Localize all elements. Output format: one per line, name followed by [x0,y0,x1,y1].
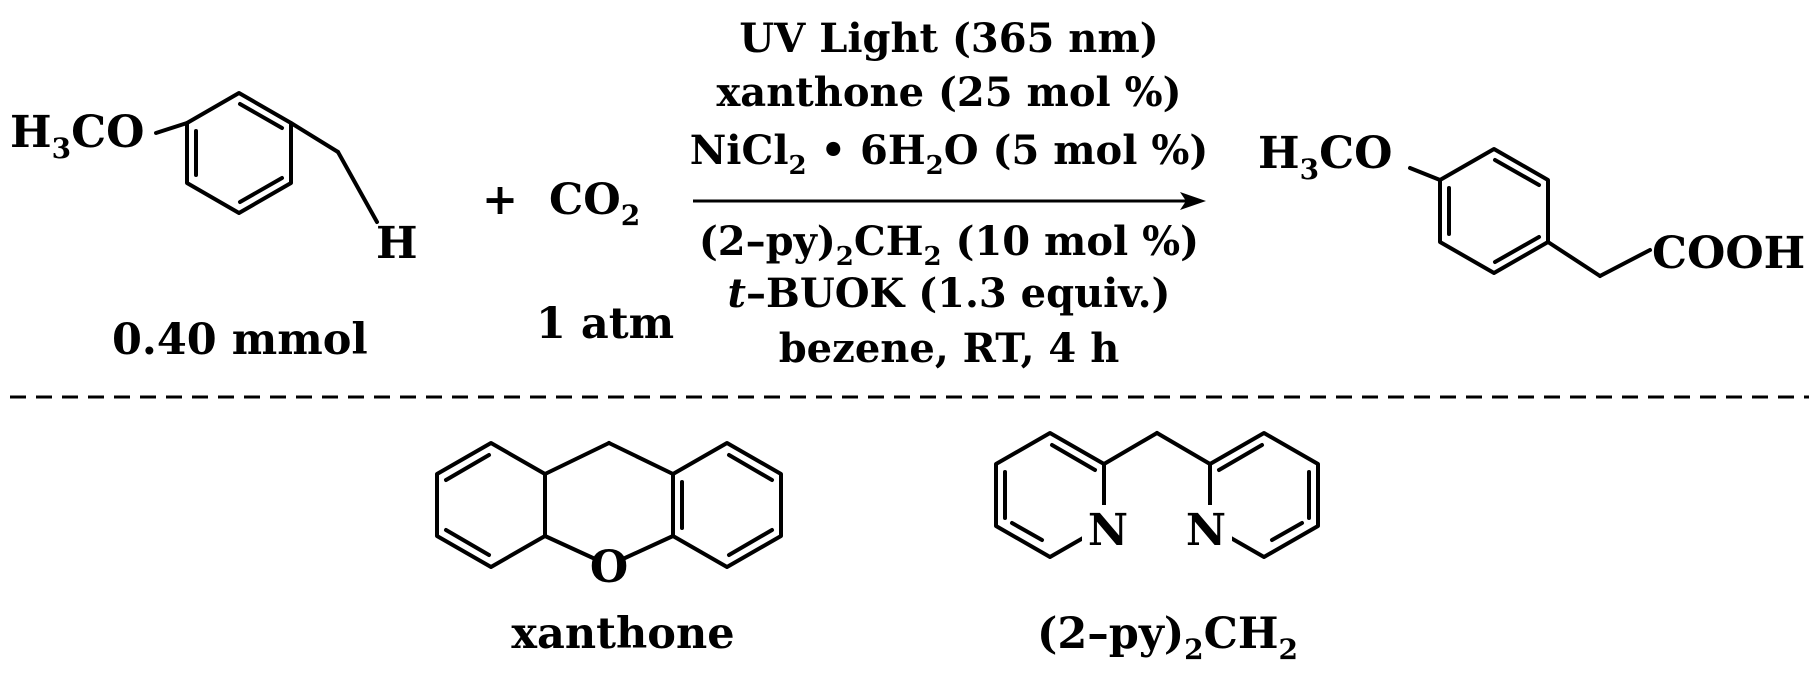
left-pyridine-nitrogen: N [1088,505,1128,556]
reactant-amount: 0.40 mmol [112,315,368,365]
product-acid-group: COOH [1652,228,1805,279]
reactant-oxygen-bond [154,121,189,135]
dipyridylmethane-label: (2–py)2CH2 [1037,609,1298,666]
xanthone-structure [435,441,783,569]
xanthone-bridge-o-left [543,534,595,560]
reactant-ring [185,91,293,215]
condition-nickel: NiCl2 • 6H2O (5 mol %) [690,127,1209,181]
condition-base: t–BUOK (1.3 equiv.) [728,270,1171,317]
product-structure [1408,147,1652,278]
reactant-ch2-bond-2 [336,150,379,224]
product-ch2-bond-1 [1546,240,1602,278]
condition-solvent-temp-time: bezene, RT, 4 h [779,325,1120,372]
reactant-terminal-h: H [376,218,418,269]
dipyridylmethane-structure [994,431,1320,559]
xanthone-bridge-ch2-left [543,441,611,476]
co2-pressure: 1 atm [536,299,674,349]
product-ch2-bond-2 [1598,248,1652,278]
condition-xanthone: xanthone (25 mol %) [716,69,1181,116]
condition-uv-light: UV Light (365 nm) [739,15,1158,62]
dipyridyl-ch2-left [1102,431,1159,466]
right-pyridine-nitrogen: N [1186,505,1226,556]
plus-sign: + [482,175,518,225]
dipyridyl-ch2-right [1155,431,1212,466]
reaction-arrow-head [1180,192,1206,210]
condition-ligand: (2–py)2CH2 (10 mol %) [699,218,1199,272]
product-ring [1438,147,1550,275]
product-oxygen-bond [1408,166,1442,182]
reactant-methoxy-label: H3CO [10,107,144,165]
reactant-structure [154,91,379,224]
xanthone-bridge-o-right [623,534,675,560]
xanthone-right-ring [671,441,783,569]
xanthone-bridge-ch2-right [607,441,675,476]
product-methoxy-label: H3CO [1258,128,1392,186]
xanthone-oxygen: O [590,542,628,593]
xanthone-left-ring [435,441,547,569]
co2-formula: CO2 [549,175,640,232]
xanthone-label: xanthone [511,609,734,659]
reactant-ch2-bond-1 [289,121,340,154]
